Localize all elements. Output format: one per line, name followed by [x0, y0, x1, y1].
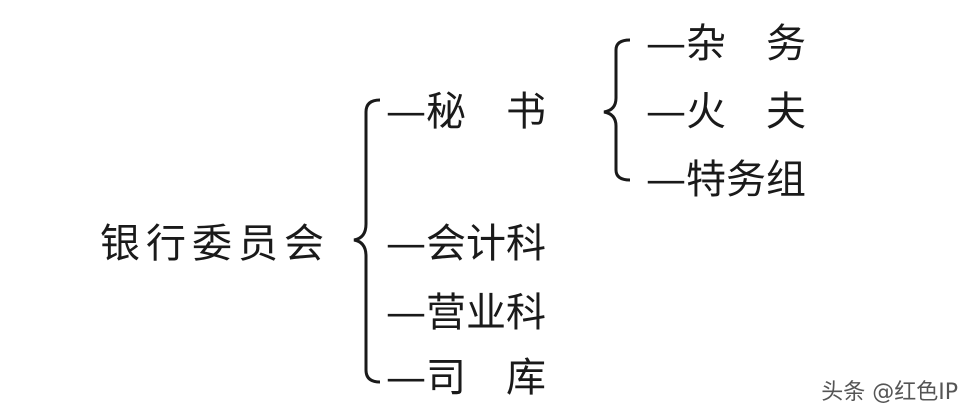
sub-stoker: —火 夫: [646, 89, 806, 135]
sub-miscellaneous: —杂 务: [646, 21, 806, 67]
main-brace: [353, 98, 381, 384]
branch-secretary: —秘 书: [386, 89, 546, 135]
root-node: 银行委员会: [100, 221, 330, 267]
sub-special-service: —特务组: [646, 157, 806, 203]
branch-treasury: —司 库: [386, 355, 546, 401]
branch-accounting: —会计科: [386, 221, 546, 267]
branch-business: —营业科: [386, 290, 546, 336]
secretary-brace: [603, 38, 631, 182]
watermark: 头条 @红色IP: [821, 380, 958, 405]
